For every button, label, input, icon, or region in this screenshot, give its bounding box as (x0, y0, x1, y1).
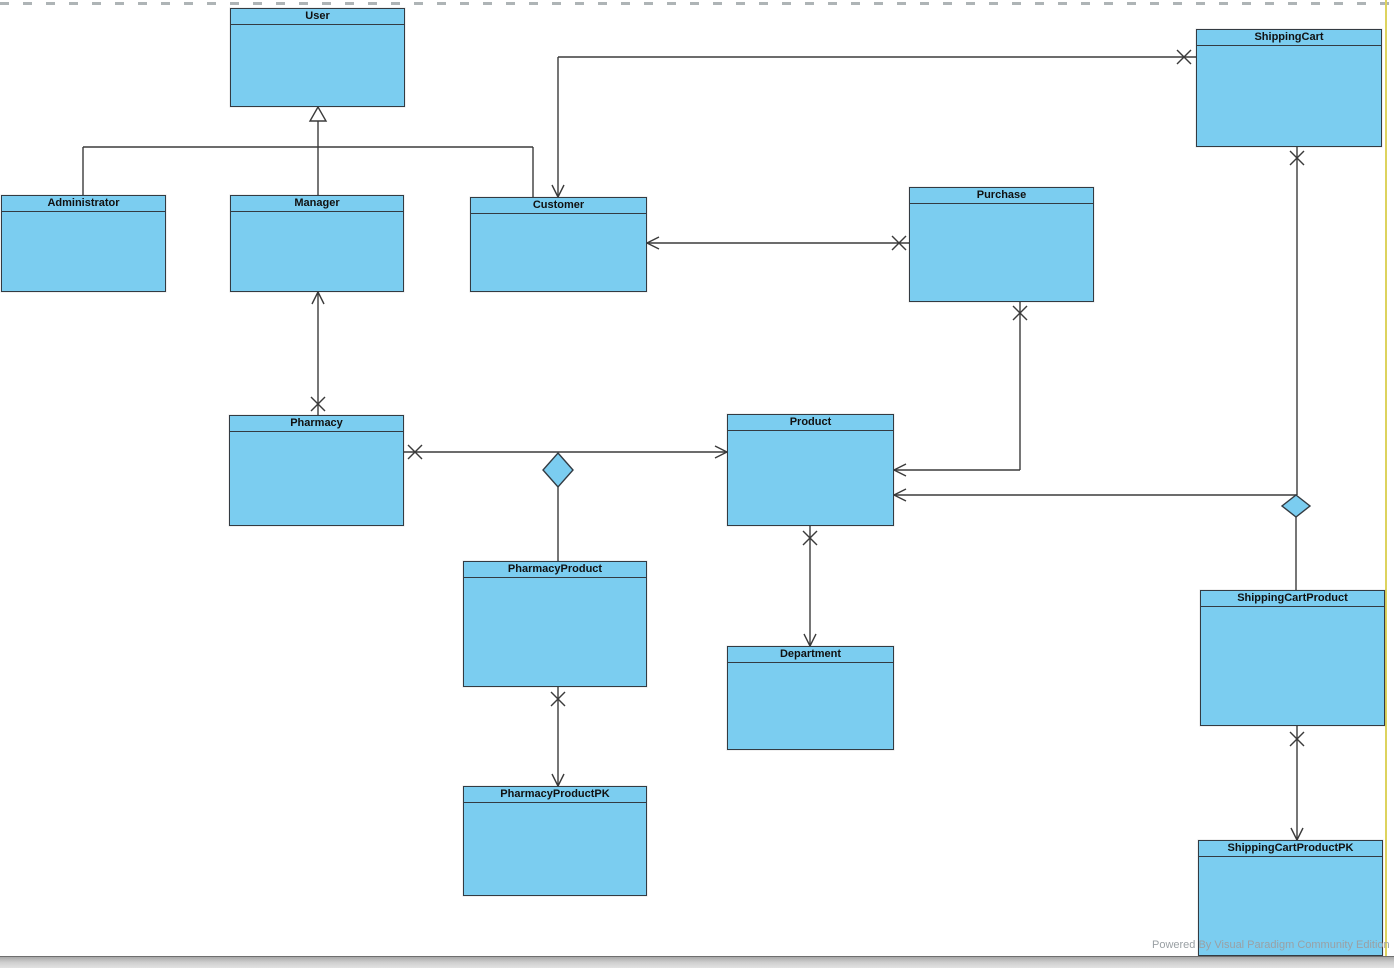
class-body (1197, 47, 1381, 146)
class-title: Manager (231, 196, 403, 212)
watermark: Powered By Visual Paradigm Community Edi… (1152, 938, 1394, 951)
association-shippingcart-customer[interactable] (551, 49, 1196, 199)
class-body (231, 213, 403, 291)
class-body (230, 433, 403, 525)
non-navigable-x-icon (1176, 49, 1192, 65)
canvas-bottom-edge (0, 956, 1394, 968)
class-body (910, 205, 1093, 301)
association-purchase-product[interactable] (892, 302, 1028, 477)
class-manager[interactable]: Manager (230, 195, 404, 292)
class-title: PharmacyProductPK (464, 787, 646, 803)
class-title: ShippingCartProduct (1201, 591, 1384, 607)
link-shippingcartproduct-to-association-diamond[interactable] (1280, 494, 1312, 590)
open-arrow-icon (645, 236, 660, 250)
class-body (464, 804, 646, 895)
association-shippingcart-product[interactable] (892, 147, 1305, 502)
class-body (464, 579, 646, 686)
non-navigable-x-icon (1289, 731, 1305, 747)
page-boundary-dashes (0, 2, 1394, 5)
class-customer[interactable]: Customer (470, 197, 647, 292)
class-pharmacyproduct[interactable]: PharmacyProduct (463, 561, 647, 687)
class-shippingcart[interactable]: ShippingCart (1196, 29, 1382, 147)
class-title: Administrator (2, 196, 165, 212)
open-arrow-icon (311, 290, 325, 305)
class-product[interactable]: Product (727, 414, 894, 526)
class-body (728, 432, 893, 525)
non-navigable-x-icon (891, 235, 907, 251)
class-body (2, 213, 165, 291)
non-navigable-x-icon (1289, 150, 1305, 166)
class-shippingcartproduct[interactable]: ShippingCartProduct (1200, 590, 1385, 726)
open-arrow-icon (892, 463, 907, 477)
class-title: Customer (471, 198, 646, 214)
class-department[interactable]: Department (727, 646, 894, 750)
class-body (1201, 608, 1384, 725)
class-title: Purchase (910, 188, 1093, 204)
non-navigable-x-icon (407, 444, 423, 460)
class-title: User (231, 9, 404, 25)
non-navigable-x-icon (310, 396, 326, 412)
generalization-admin-manager-customer-to-user[interactable] (82, 105, 534, 197)
class-title: PharmacyProduct (464, 562, 646, 578)
class-title: ShippingCartProductPK (1199, 841, 1382, 857)
class-title: ShippingCart (1197, 30, 1381, 46)
non-navigable-x-icon (550, 691, 566, 707)
class-body (471, 215, 646, 291)
class-user[interactable]: User (230, 8, 405, 107)
non-navigable-x-icon (802, 530, 818, 546)
generalization-triangle-icon (308, 105, 328, 122)
class-pharmacy[interactable]: Pharmacy (229, 415, 404, 526)
class-body (728, 664, 893, 749)
non-navigable-x-icon (1012, 305, 1028, 321)
association-diamond-icon (1280, 494, 1312, 518)
open-arrow-icon (892, 488, 907, 502)
class-administrator[interactable]: Administrator (1, 195, 166, 292)
page-boundary-right-edge (1385, 0, 1387, 956)
class-title: Pharmacy (230, 416, 403, 432)
watermark-text: Powered By Visual Paradigm Community Edi… (1152, 938, 1390, 951)
class-title: Department (728, 647, 893, 663)
class-body (231, 26, 404, 106)
class-pharmacyproductpk[interactable]: PharmacyProductPK (463, 786, 647, 896)
class-purchase[interactable]: Purchase (909, 187, 1094, 302)
association-purchase-customer[interactable] (645, 235, 909, 251)
link-pharmacyproduct-to-association-diamond[interactable] (542, 451, 574, 561)
association-diamond-icon (542, 451, 574, 489)
association-pharmacy-manager[interactable] (310, 290, 326, 415)
class-shippingcartproductpk[interactable]: ShippingCartProductPK (1198, 840, 1383, 956)
class-title: Product (728, 415, 893, 431)
